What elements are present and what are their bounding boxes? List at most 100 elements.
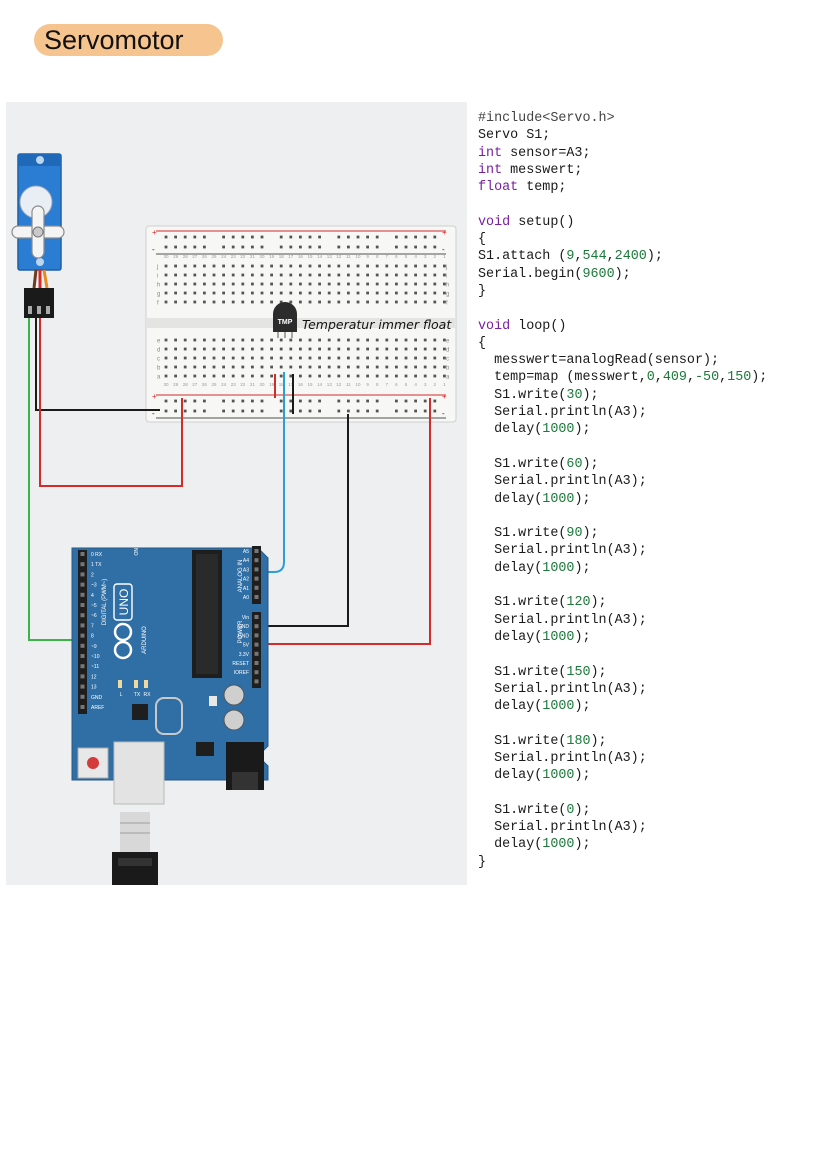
code-token: Serial.println(A3); — [478, 543, 647, 559]
code-line: { — [478, 335, 767, 352]
rail-minus-bottom-right: - — [442, 409, 445, 418]
code-line: #include<Servo.h> — [478, 110, 767, 127]
breadboard-column-label: 3 — [424, 382, 427, 387]
code-line: delay(1000); — [478, 491, 767, 508]
code-token: 9 — [566, 249, 575, 265]
code-line: Serial.println(A3); — [478, 473, 767, 490]
breadboard-column-label: 2 — [434, 382, 437, 387]
code-token: Serial.println(A3); — [478, 681, 647, 697]
digital-pin-label: ~9 — [91, 644, 97, 650]
analog-pin-label: A1 — [243, 586, 249, 592]
breadboard-column-label: 20 — [259, 382, 265, 387]
code-token: sensor=A3; — [502, 145, 591, 161]
code-token: ); — [590, 733, 607, 749]
breadboard-row-label: j — [156, 265, 158, 271]
code-line: void loop() — [478, 318, 767, 335]
code-line: messwert=analogRead(sensor); — [478, 352, 767, 369]
sensor-label: TMP — [278, 319, 293, 326]
breadboard-column-label: 5 — [405, 382, 408, 387]
code-token: 0 — [566, 802, 575, 818]
code-token: , — [654, 370, 663, 386]
breadboard-column-label: 13 — [327, 254, 333, 259]
code-line — [478, 508, 767, 525]
code-token: 2400 — [614, 249, 647, 265]
breadboard-row-label: e — [446, 339, 450, 345]
code-line: { — [478, 231, 767, 248]
breadboard-column-label: 9 — [366, 382, 369, 387]
breadboard-row-label: a — [157, 375, 161, 381]
power-pin-label: IOREF — [234, 670, 249, 676]
breadboard-column-label: 11 — [346, 254, 351, 259]
code-line — [478, 785, 767, 802]
breadboard-column-label: 3 — [424, 254, 427, 259]
breadboard-column-label: 7 — [386, 254, 389, 259]
code-line: } — [478, 854, 767, 871]
code-token: S1.write( — [478, 595, 567, 611]
breadboard-column-label: 17 — [288, 382, 294, 387]
board-brand: ARDUINO — [142, 626, 148, 654]
breadboard-column-label: 19 — [269, 382, 275, 387]
breadboard-column-label: 17 — [288, 254, 294, 259]
breadboard-column-label: 6 — [395, 254, 398, 259]
digital-pin-label: 8 — [91, 634, 94, 640]
breadboard-column-label: 12 — [336, 254, 342, 259]
code-line: S1.write(0); — [478, 802, 767, 819]
code-token: temp; — [518, 180, 567, 196]
code-line — [478, 439, 767, 456]
breadboard-column-label: 2 — [434, 254, 437, 259]
code-token: S1.write( — [478, 387, 567, 403]
code-token: delay( — [478, 491, 543, 507]
temperature-sensor: TMP — [273, 302, 297, 338]
rail-plus-bottom-right: + — [442, 392, 447, 401]
code-token: 60 — [566, 456, 583, 472]
power-pin-label: 5V — [243, 643, 250, 649]
code-line — [478, 715, 767, 732]
breadboard-column-label: 25 — [211, 254, 217, 259]
code-line: Serial.println(A3); — [478, 750, 767, 767]
breadboard-row-label: c — [157, 357, 160, 363]
code-token: float — [478, 180, 519, 196]
code-token: ); — [582, 526, 599, 542]
code-token: } — [478, 283, 487, 299]
code-token: { — [478, 335, 487, 351]
rail-plus-bottom: + — [152, 392, 157, 401]
breadboard-column-label: 29 — [173, 254, 179, 259]
breadboard-column-label: 26 — [202, 382, 208, 387]
breadboard-column-label: 9 — [366, 254, 369, 259]
code-token: } — [478, 854, 487, 870]
code-line: delay(1000); — [478, 421, 767, 438]
breadboard-column-label: 22 — [240, 382, 246, 387]
breadboard-row-label: f — [157, 301, 159, 307]
code-token: S1.write( — [478, 664, 567, 680]
code-token: ); — [574, 422, 591, 438]
breadboard-column-label: 14 — [317, 382, 323, 387]
title-pill — [34, 24, 223, 56]
code-line: Serial.begin(9600); — [478, 266, 767, 283]
code-token: 409 — [662, 370, 687, 386]
breadboard-column-label: 13 — [327, 382, 333, 387]
code-token: , — [606, 249, 615, 265]
code-token: { — [478, 232, 487, 248]
breadboard-column-label: 10 — [355, 382, 361, 387]
digital-pin-label: ~6 — [91, 613, 97, 619]
code-token: ); — [614, 266, 631, 282]
code-line — [478, 300, 767, 317]
code-token: , — [574, 249, 583, 265]
code-token: 120 — [566, 595, 591, 611]
pin-labels: 0 RX1 TX2~34~5~678~9~10~111213GNDAREFA5A… — [91, 549, 250, 711]
breadboard-row-label: a — [446, 375, 450, 381]
code-line: Serial.println(A3); — [478, 404, 767, 421]
code-token: 1000 — [542, 491, 575, 507]
code-token: loop() — [510, 318, 567, 334]
breadboard-column-label: 7 — [386, 382, 389, 387]
breadboard-row-label: d — [446, 348, 449, 354]
servo-motor — [11, 153, 65, 318]
digital-pin-label: 1 TX — [91, 562, 102, 568]
breadboard-column-label: 1 — [443, 382, 446, 387]
code-token: S1.write( — [478, 456, 567, 472]
code-token: ); — [574, 699, 591, 715]
code-line: Serial.println(A3); — [478, 542, 767, 559]
code-line: } — [478, 283, 767, 300]
